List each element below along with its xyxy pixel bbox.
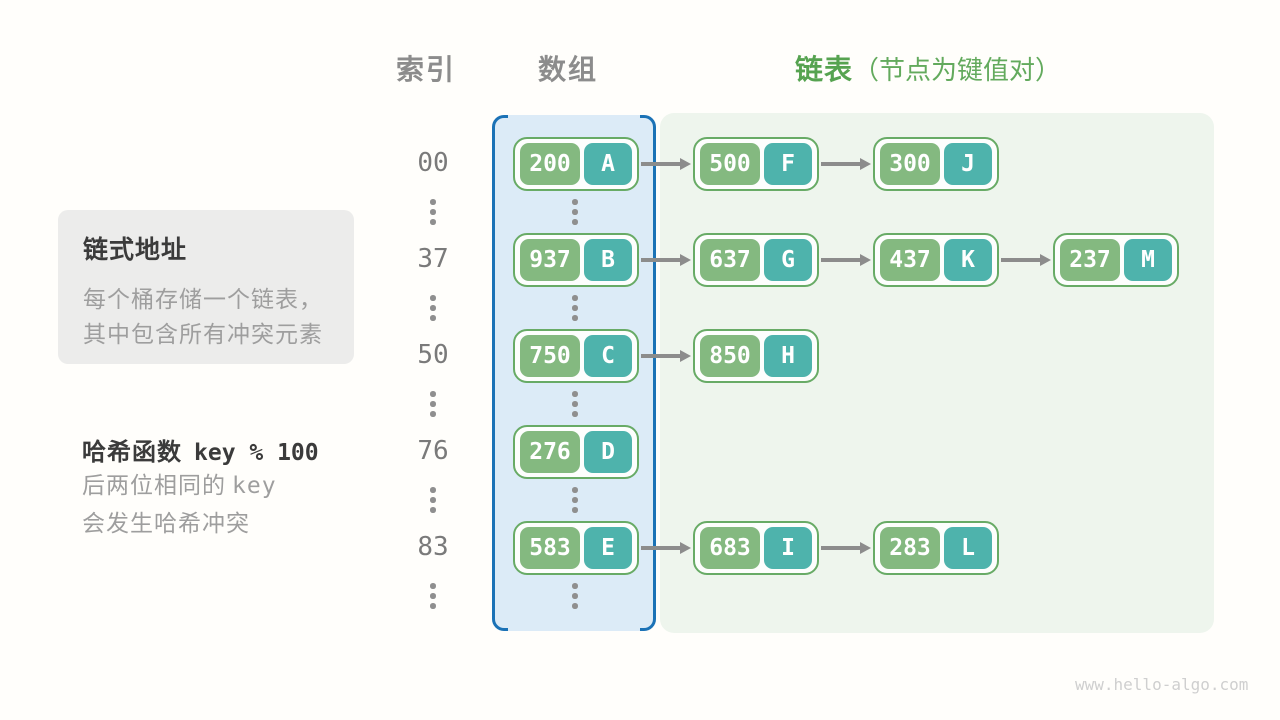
array-bracket-right	[640, 115, 656, 631]
node-value: K	[944, 239, 992, 281]
node-value: M	[1124, 239, 1172, 281]
pointer-arrow	[641, 254, 691, 265]
node-key: 200	[520, 143, 580, 185]
pointer-arrow	[821, 158, 871, 169]
header-linked-list-note: （节点为键值对）	[853, 55, 1062, 85]
chaining-info-box: 链式地址 每个桶存储一个链表， 其中包含所有冲突元素	[58, 210, 354, 364]
ellipsis-dots	[429, 391, 437, 417]
node-value: L	[944, 527, 992, 569]
header-linked-list-title: 链表	[795, 54, 854, 85]
pointer-arrow	[641, 350, 691, 361]
ellipsis-dots	[429, 583, 437, 609]
ellipsis-dots	[571, 583, 579, 609]
node-value: B	[584, 239, 632, 281]
ellipsis-dots	[429, 487, 437, 513]
header-index: 索引	[395, 54, 456, 85]
pointer-arrow	[821, 542, 871, 553]
node-key: 583	[520, 527, 580, 569]
index-label: 00	[417, 148, 449, 178]
node-key: 937	[520, 239, 580, 281]
info-box-line: 每个桶存储一个链表，	[83, 286, 323, 312]
ellipsis-dots	[429, 199, 437, 225]
info-box-title: 链式地址	[83, 236, 188, 264]
hash-function-code: key % 100	[194, 440, 319, 466]
info-box-line: 其中包含所有冲突元素	[83, 321, 323, 347]
array-bracket-left	[492, 115, 508, 631]
node-key: 683	[700, 527, 760, 569]
pointer-arrow	[641, 542, 691, 553]
node-key: 276	[520, 431, 580, 473]
hash-function-label: 哈希函数	[82, 439, 182, 466]
ellipsis-dots	[571, 199, 579, 225]
node-value: F	[764, 143, 812, 185]
pointer-arrow	[641, 158, 691, 169]
header-array: 数组	[537, 54, 598, 85]
index-label: 37	[417, 244, 449, 274]
index-label: 76	[417, 436, 449, 466]
node-key: 300	[880, 143, 940, 185]
node-value: I	[764, 527, 812, 569]
node-value: D	[584, 431, 632, 473]
ellipsis-dots	[571, 295, 579, 321]
hash-note-line: 会发生哈希冲突	[82, 510, 250, 536]
node-key: 500	[700, 143, 760, 185]
node-value: G	[764, 239, 812, 281]
pointer-arrow	[821, 254, 871, 265]
node-value: H	[764, 335, 812, 377]
node-key: 750	[520, 335, 580, 377]
node-key: 637	[700, 239, 760, 281]
index-label: 83	[417, 532, 449, 562]
node-key: 850	[700, 335, 760, 377]
hash-function-title: 哈希函数 key % 100	[82, 432, 319, 467]
node-key: 237	[1060, 239, 1120, 281]
node-key: 283	[880, 527, 940, 569]
node-key: 437	[880, 239, 940, 281]
ellipsis-dots	[429, 295, 437, 321]
index-label: 50	[417, 340, 449, 370]
header-linked-list: 链表（节点为键值对）	[795, 52, 1225, 88]
ellipsis-dots	[571, 391, 579, 417]
watermark: www.hello-algo.com	[1075, 675, 1249, 694]
pointer-arrow	[1001, 254, 1051, 265]
ellipsis-dots	[571, 487, 579, 513]
node-value: J	[944, 143, 992, 185]
node-value: A	[584, 143, 632, 185]
node-value: C	[584, 335, 632, 377]
node-value: E	[584, 527, 632, 569]
